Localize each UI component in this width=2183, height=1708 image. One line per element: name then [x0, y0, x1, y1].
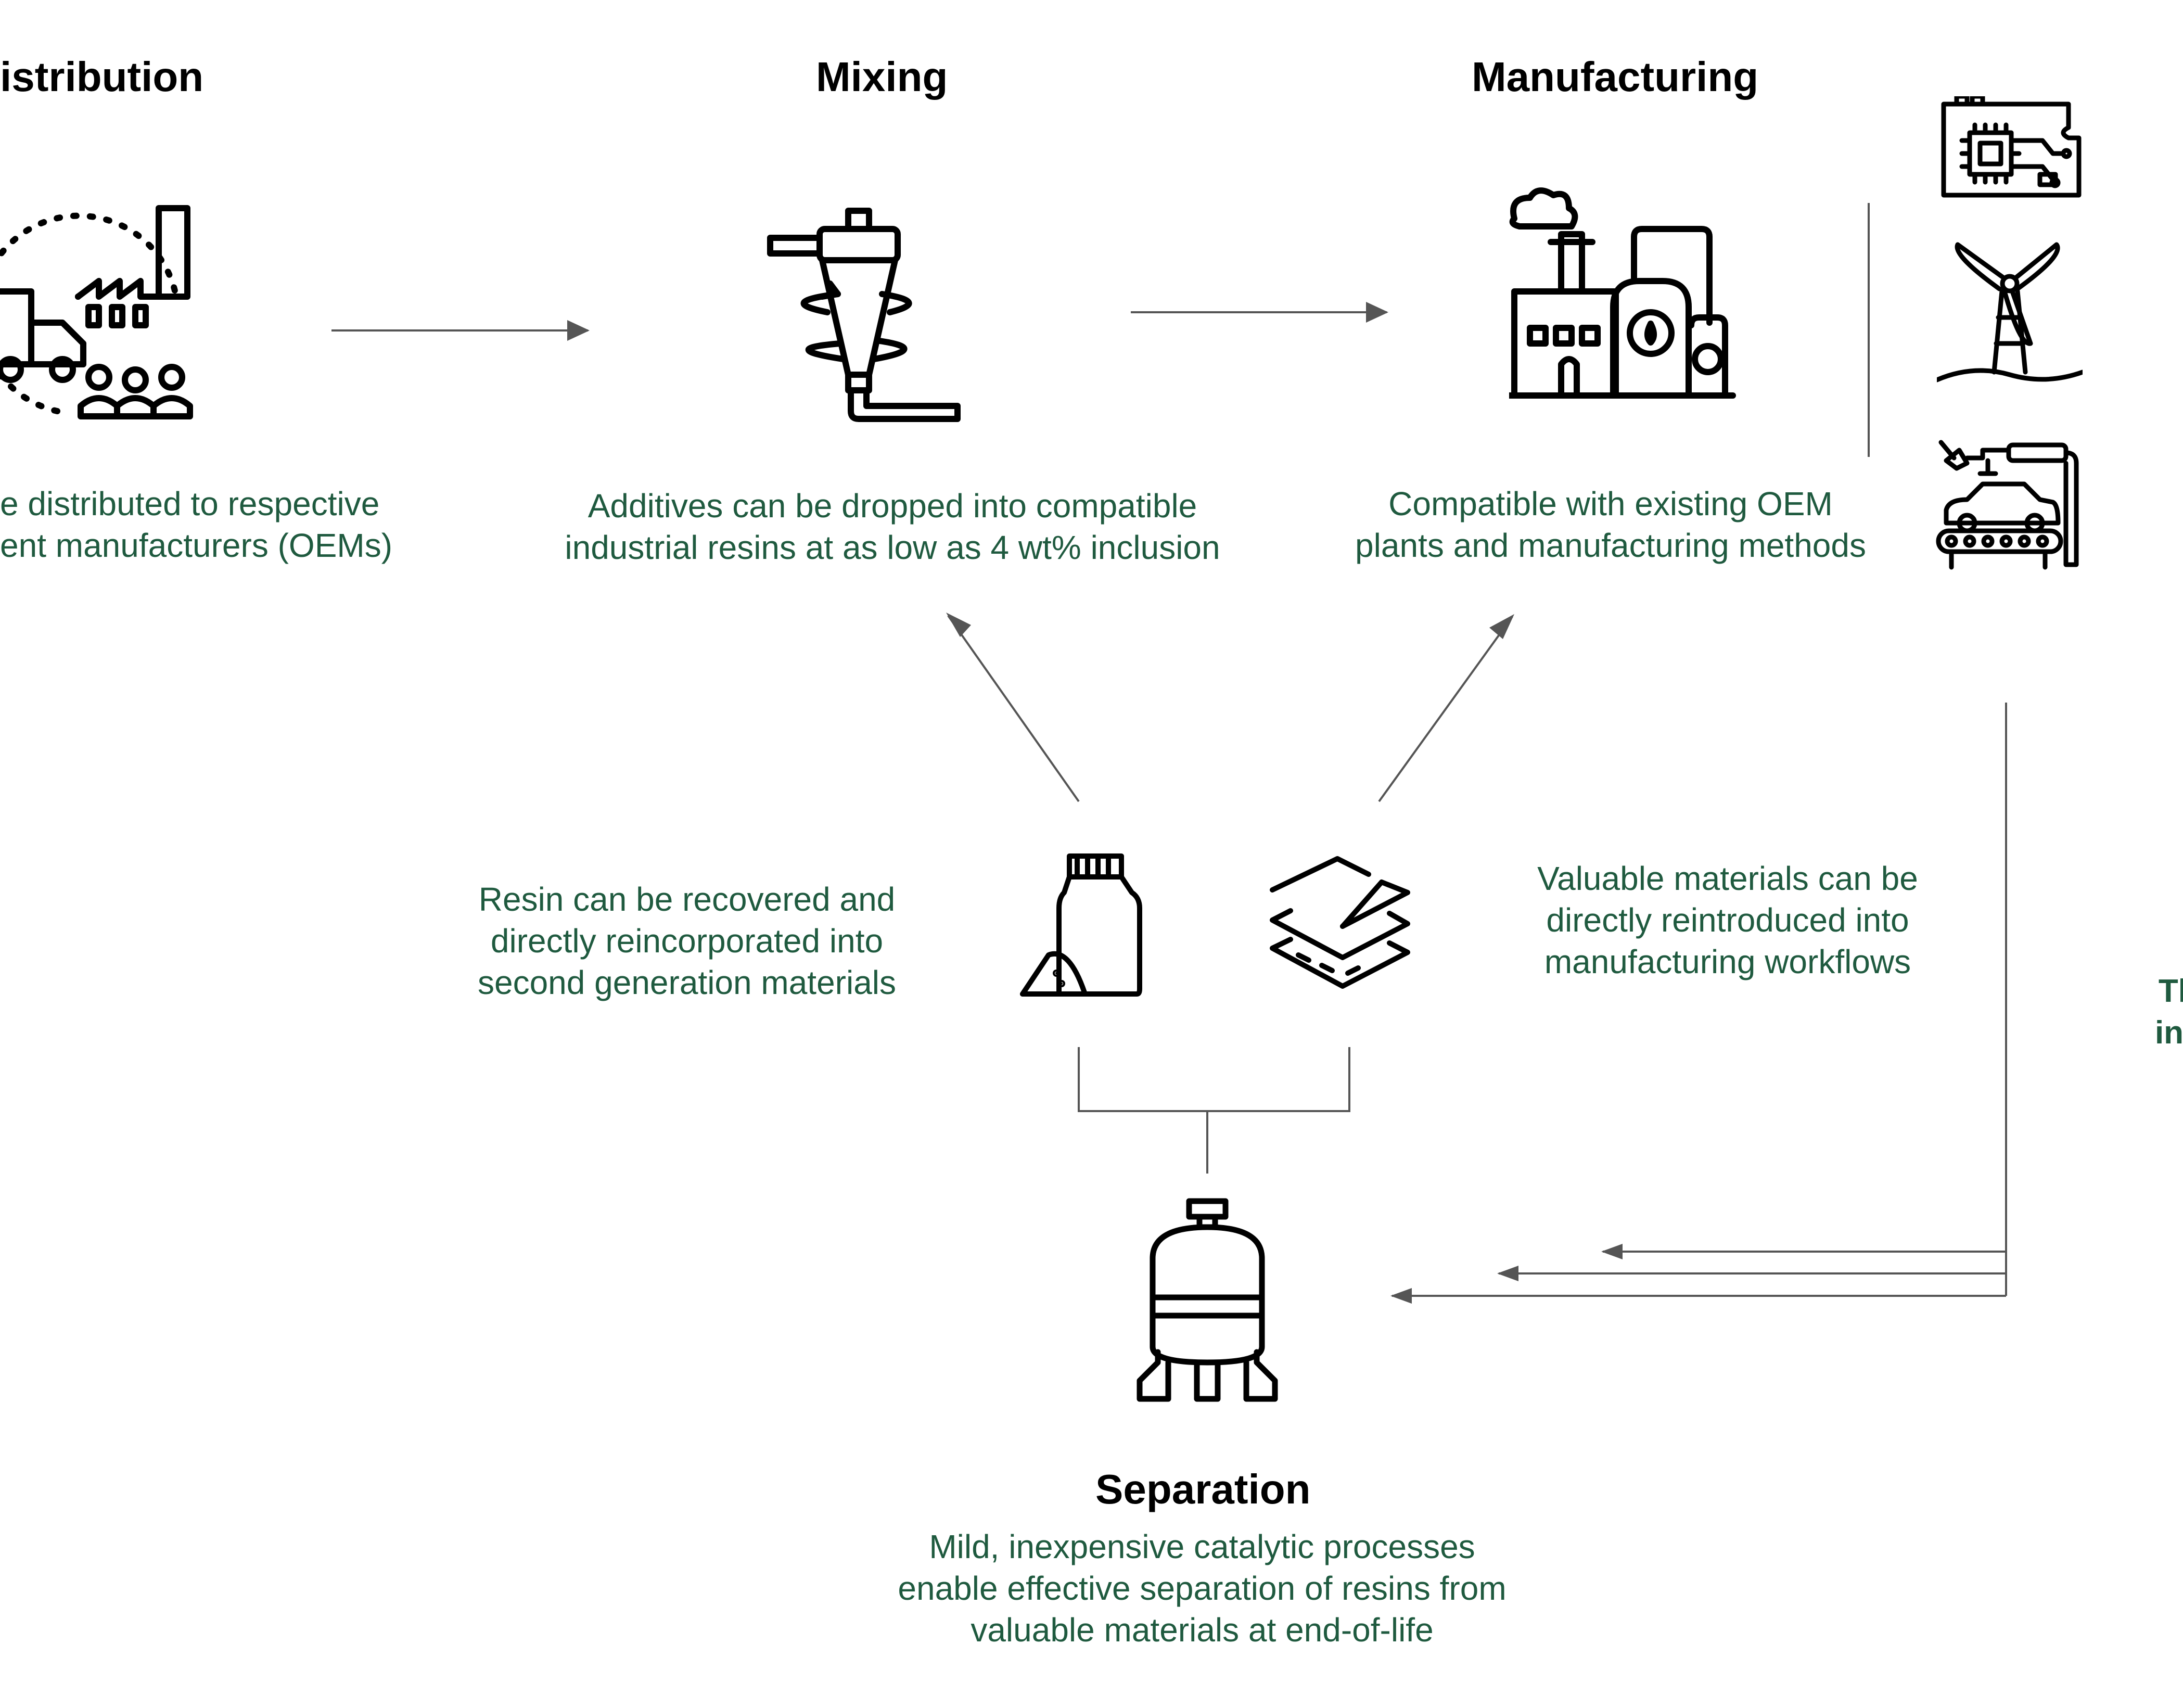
usage-line-2: industry–: [2154, 1015, 2183, 1051]
industrial-plant-icon: [1509, 187, 1738, 406]
usage-line-3: to: [2029, 1054, 2183, 1095]
materials-recovery-description: Valuable materials can be directly reint…: [1499, 858, 1957, 983]
arrow-distribution-to-mixing: [331, 320, 590, 341]
circuit-board-icon: [1938, 96, 2084, 200]
separation-title: Separation: [1095, 1466, 1311, 1512]
return-arrow-3: [1390, 1288, 2006, 1304]
arrow-mixing-to-manufacturing: [1131, 302, 1388, 323]
manufacturing-description: Compatible with existing OEM plants and …: [1332, 483, 1889, 566]
car-assembly-robot-icon: [1936, 432, 2087, 572]
distribution-description: e distributed to respective ent manufact…: [0, 483, 392, 566]
resin-bottle-icon: [1017, 851, 1147, 999]
right-top-line-4: mater: [2087, 349, 2183, 390]
distribution-title: istribution: [0, 54, 204, 100]
resin-desc-line-3: second generation materials: [477, 964, 897, 1001]
arrow-materials-to-manufacturing: [1378, 614, 1514, 802]
manufacturing-desc-line-1: Compatible with existing OEM: [1388, 485, 1833, 522]
right-panel-top-text: T co indus mater: [2087, 224, 2183, 390]
mixing-desc-line-1: Additives can be dropped into compatible: [588, 487, 1197, 525]
mixing-title: Mixing: [816, 54, 948, 100]
return-arrow-2: [1497, 1266, 2006, 1281]
right-top-line-1: T: [2087, 224, 2183, 265]
separation-desc-line-3: valuable materials at end-of-life: [971, 1611, 1434, 1649]
materials-desc-line-2: directly reintroduced into: [1546, 901, 1909, 939]
wind-turbine-icon: [1937, 239, 2083, 385]
resin-recovery-description: Resin can be recovered and directly rein…: [448, 878, 926, 1003]
right-panel-usage-text: The usag industry– to: [2029, 971, 2183, 1095]
resin-desc-line-1: Resin can be recovered and: [478, 881, 896, 918]
resin-desc-line-2: directly reincorporated into: [490, 922, 884, 960]
separation-tank-icon: [1132, 1196, 1283, 1404]
manufacturing-desc-line-2: plants and manufacturing methods: [1355, 527, 1866, 564]
distribution-desc-line-1: e distributed to respective: [0, 485, 380, 522]
cyclone-mixer-icon: [765, 206, 968, 429]
right-top-line-2: co: [2087, 265, 2183, 307]
material-layers-icon: [1265, 853, 1415, 994]
separation-desc-line-2: enable effective separation of resins fr…: [898, 1570, 1507, 1607]
separation-description: Mild, inexpensive catalytic processes en…: [853, 1526, 1551, 1651]
materials-desc-line-3: manufacturing workflows: [1544, 943, 1911, 980]
materials-desc-line-1: Valuable materials can be: [1537, 860, 1918, 897]
arrow-resin-to-mixing: [946, 613, 1080, 802]
separation-desc-line-1: Mild, inexpensive catalytic processes: [929, 1528, 1475, 1565]
right-top-line-3: indus: [2087, 307, 2183, 349]
mixing-desc-line-2: industrial resins at as low as 4 wt% inc…: [565, 529, 1220, 566]
manufacturing-title: Manufacturing: [1472, 54, 1759, 100]
bracket-connector: [1078, 1047, 1350, 1174]
mixing-description: Additives can be dropped into compatible…: [541, 485, 1244, 568]
factory-truck-people-icon: [0, 198, 208, 427]
usage-line-1: The usag: [2158, 973, 2183, 1009]
distribution-desc-line-2: ent manufacturers (OEMs): [0, 527, 392, 564]
return-arrow-1: [1601, 1244, 2006, 1259]
